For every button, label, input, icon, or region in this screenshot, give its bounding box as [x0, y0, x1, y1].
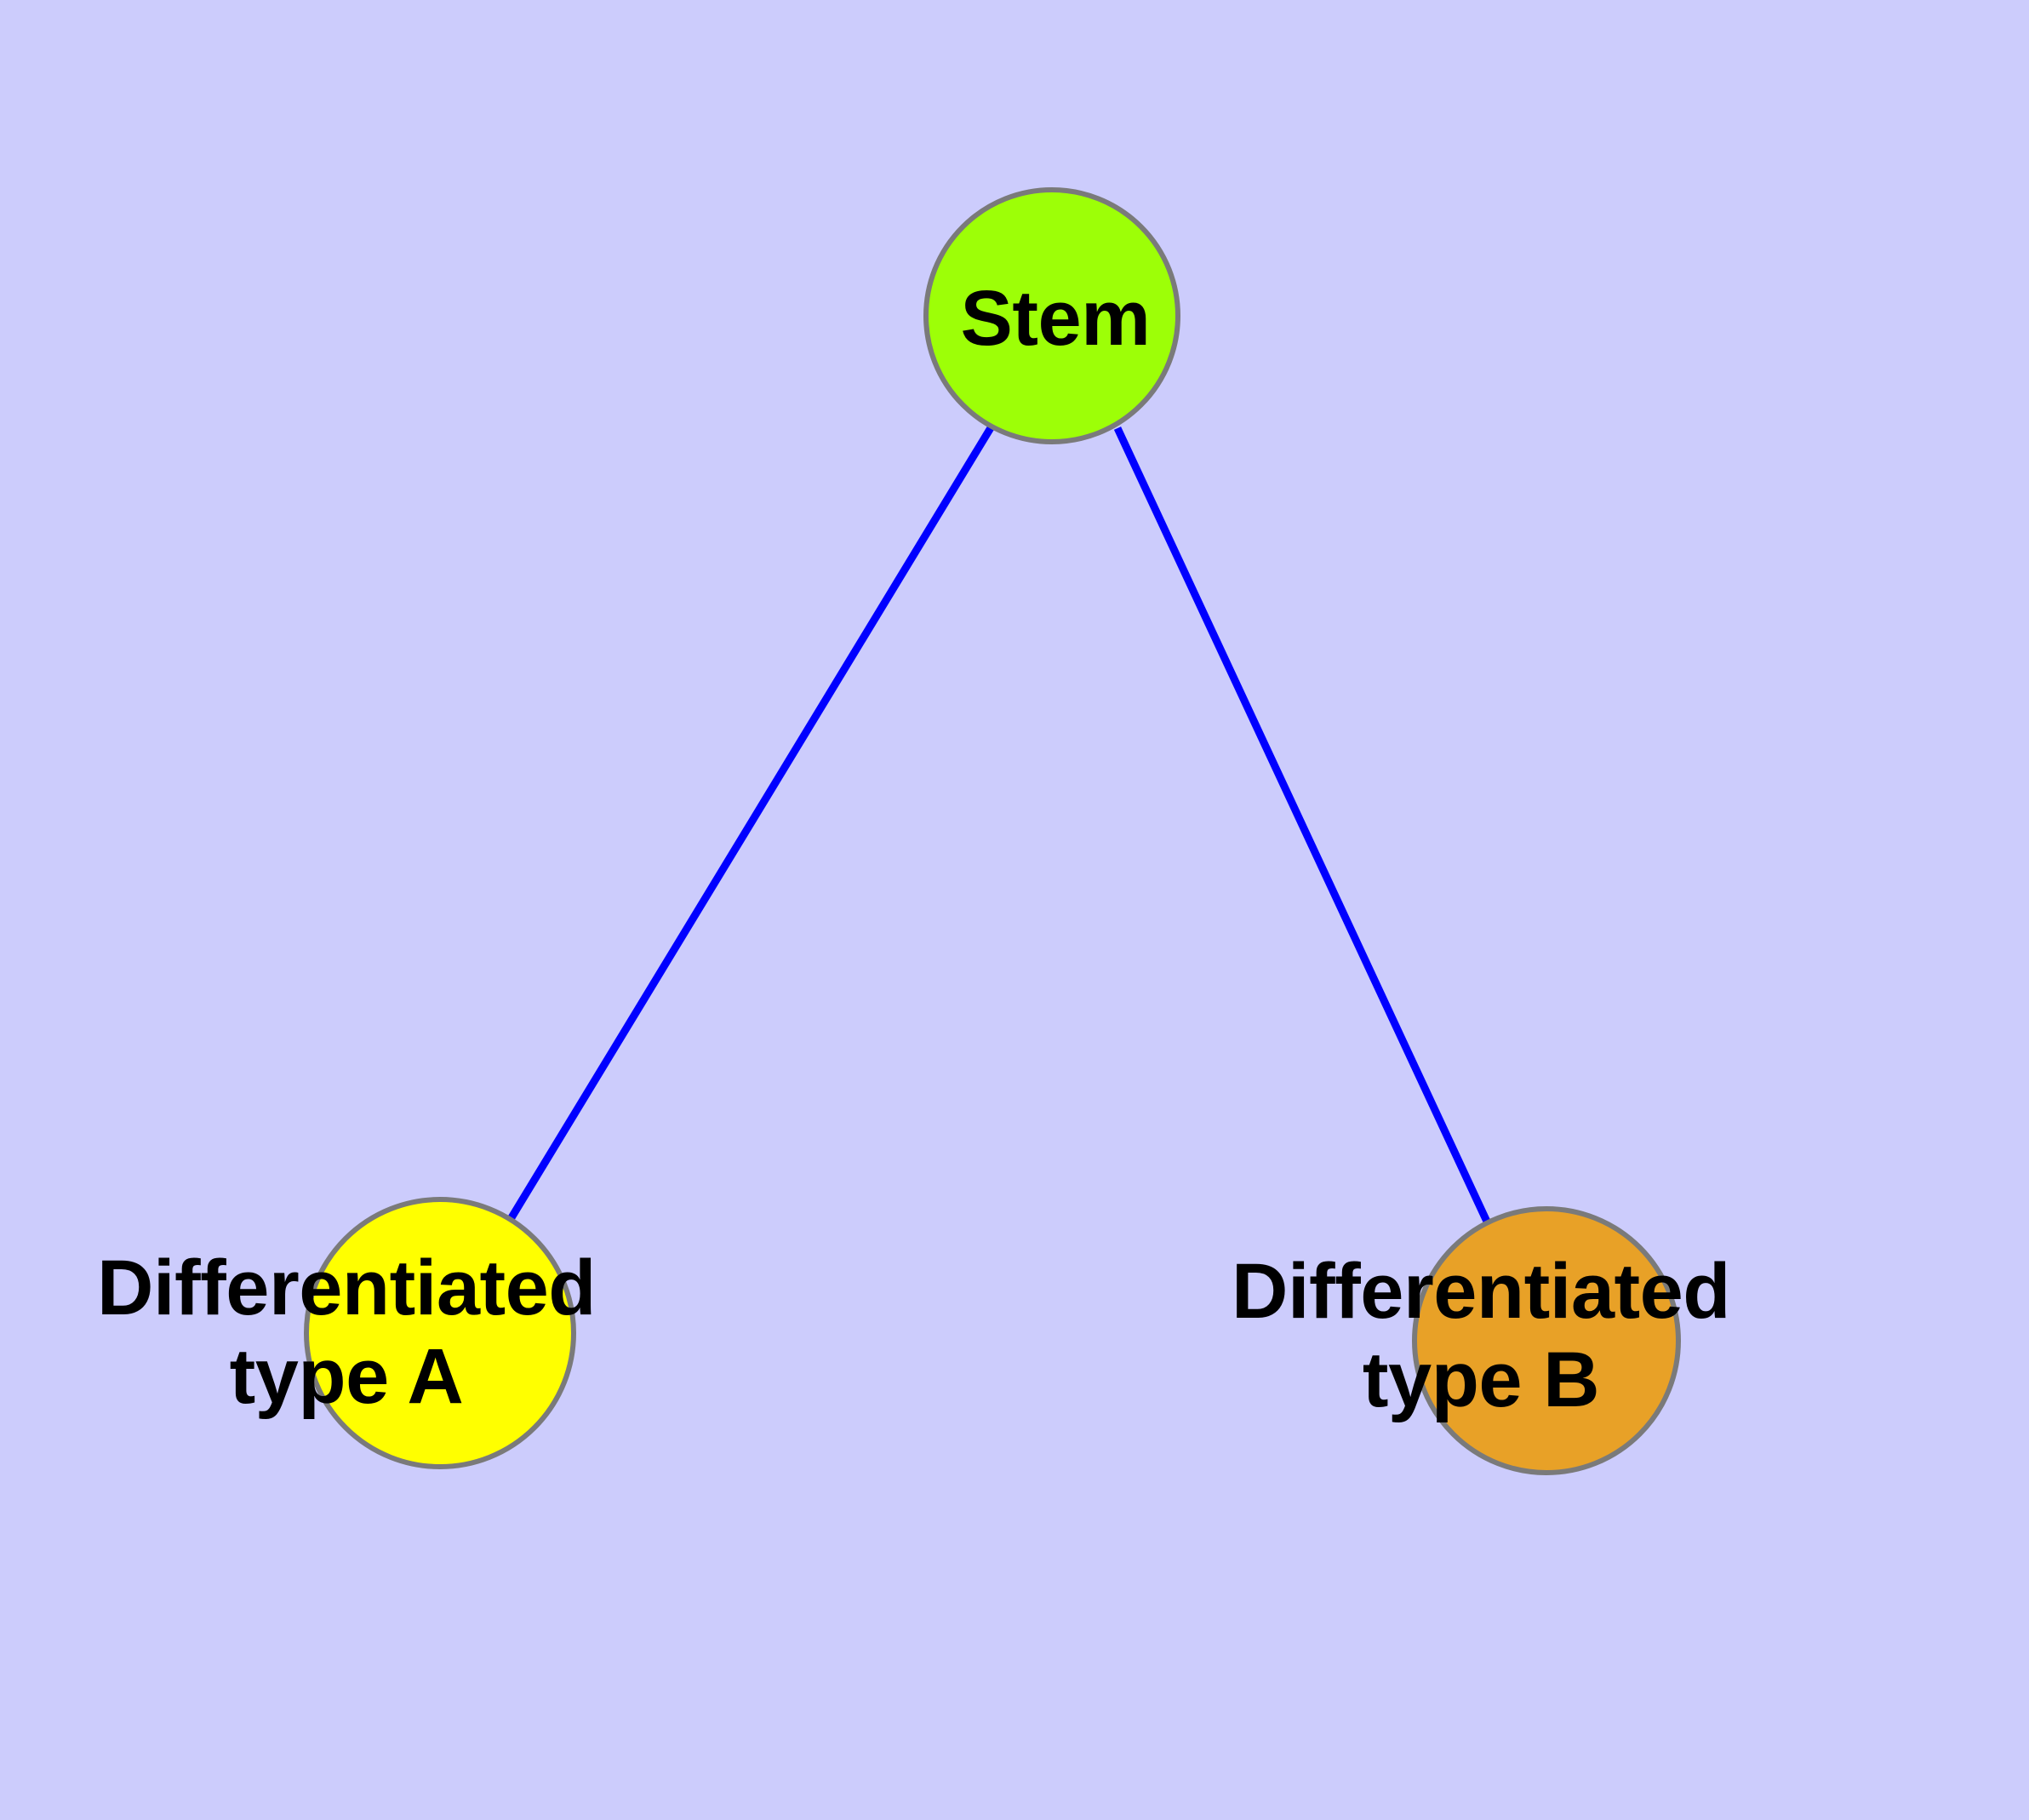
node-differentiated-type-b[interactable] [1412, 1206, 1681, 1475]
edge-layer [507, 424, 1492, 1225]
node-differentiated-type-a[interactable] [304, 1197, 576, 1469]
edge-stem-to-differentiated-type-a[interactable] [507, 424, 995, 1222]
edge-stem-to-differentiated-type-b[interactable] [1113, 426, 1492, 1225]
node-layer [304, 187, 1681, 1475]
node-stem[interactable] [923, 187, 1180, 444]
